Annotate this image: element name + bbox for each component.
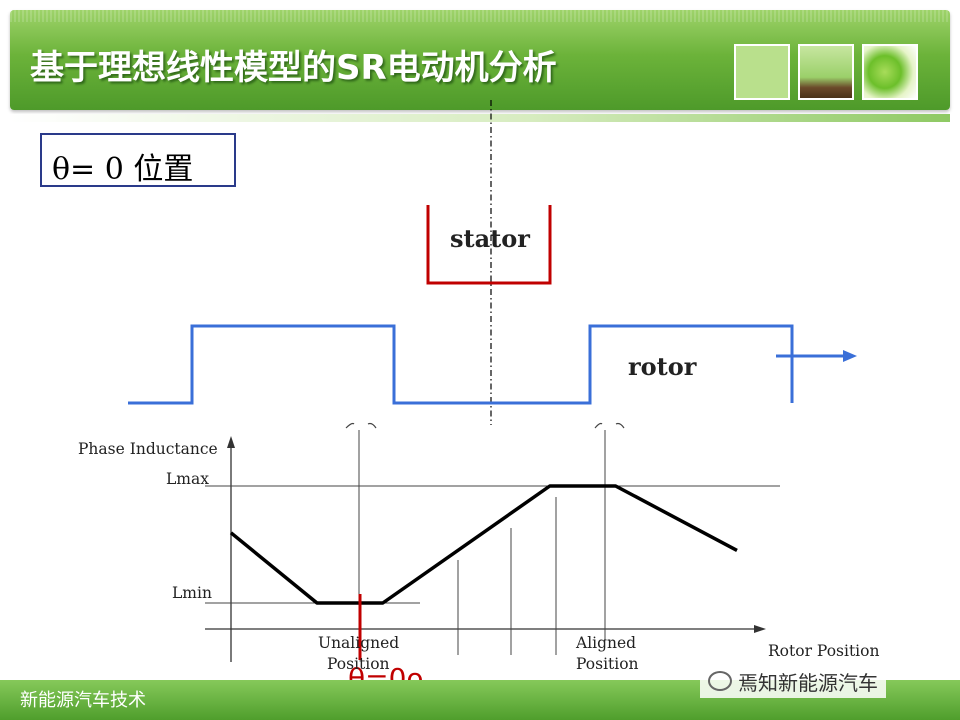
x-axis-label: Rotor Position xyxy=(768,642,879,660)
y-axis-arrow xyxy=(227,436,235,448)
decor-thumbnail-plain xyxy=(734,44,790,100)
rotor-label: rotor xyxy=(628,352,697,381)
unaligned-label-line1: Unaligned xyxy=(318,634,399,652)
stator-label: stator xyxy=(450,224,530,253)
wechat-icon xyxy=(708,671,732,691)
title-underline xyxy=(10,114,950,122)
aligned-label-line1: Aligned xyxy=(575,634,636,652)
decor-thumbnail-leaf xyxy=(862,44,918,100)
position-label: θ= 0 位置 xyxy=(52,152,194,187)
footer-text: 新能源汽车技术 xyxy=(20,690,146,711)
unaligned-tick-marks xyxy=(345,422,377,429)
y-tick-lmin: Lmin xyxy=(172,584,212,602)
inductance-curve xyxy=(229,484,738,605)
aligned-label-line2: Position xyxy=(576,655,639,673)
watermark: 焉知新能源汽车 xyxy=(700,664,886,698)
rotor-profile xyxy=(128,324,794,405)
rotation-arrow-head xyxy=(843,350,857,362)
decor-thumbnail-sprout xyxy=(798,44,854,100)
y-tick-lmax: Lmax xyxy=(166,470,209,488)
position-label-box: θ= 0 位置 xyxy=(40,133,236,187)
stator-pole xyxy=(426,205,552,285)
unaligned-label-line2: Position xyxy=(327,655,390,673)
y-axis-label: Phase Inductance xyxy=(78,440,218,458)
slide-title: 基于理想线性模型的SR电动机分析 xyxy=(30,48,557,88)
watermark-text: 焉知新能源汽车 xyxy=(738,670,878,695)
title-bar xyxy=(10,10,950,110)
aligned-tick-marks xyxy=(594,422,625,429)
x-axis-arrow xyxy=(754,625,766,633)
